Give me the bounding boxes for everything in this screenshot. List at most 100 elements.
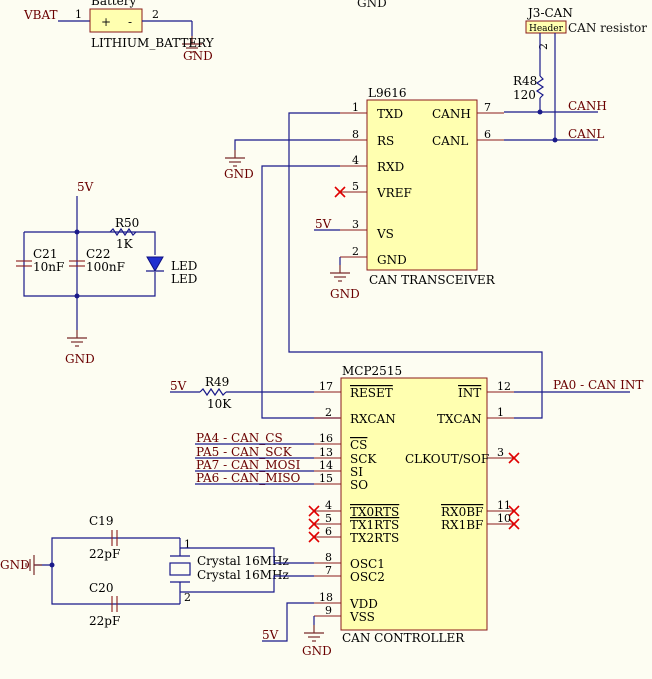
controller-pin-int: INT	[458, 386, 481, 400]
controller-pin-reset-num: 17	[319, 380, 333, 393]
rs-gnd-label: GND	[224, 167, 254, 181]
transceiver-pin-gnd: GND	[377, 253, 407, 267]
transceiver-pin-vref: VREF	[376, 186, 412, 200]
net-label-pa4: PA4 - CAN_CS	[196, 431, 283, 445]
r50-resistor	[109, 227, 137, 237]
controller-pin-osc2-num: 7	[325, 564, 332, 577]
net-label-canl: CANL	[568, 127, 604, 141]
controller-pin-so-num: 15	[319, 472, 333, 485]
transceiver-pin-vs: VS	[376, 227, 394, 241]
transceiver-pin-canh-num: 7	[484, 101, 491, 114]
controller-pin-sck-num: 13	[319, 446, 333, 459]
battery-name: LITHIUM_BATTERY	[91, 36, 215, 50]
controller-pin-reset: RESET	[350, 386, 393, 400]
controller-pin-cs: CS	[350, 438, 367, 452]
transceiver-ref: L9616	[368, 86, 407, 100]
net-label-pa6: PA6 - CAN_MISO	[196, 471, 301, 485]
controller-pin-clkout-num: 3	[497, 446, 504, 459]
transceiver-caption: CAN TRANSCEIVER	[369, 273, 496, 287]
reset-5v-label: 5V	[170, 379, 187, 393]
controller-pin-txcan-num: 1	[497, 406, 504, 419]
battery-symbol	[58, 8, 203, 53]
transceiver-pin-txd: TXD	[377, 107, 403, 121]
transceiver-pin-rs: RS	[377, 134, 394, 148]
j3-header-name: Header	[529, 24, 564, 34]
controller-pin-si: SI	[350, 465, 363, 479]
r50-ref: R50	[115, 216, 139, 230]
controller-pin-tx2rts: TX2RTS	[350, 531, 399, 545]
controller-pin-tx1rts-num: 5	[325, 512, 332, 525]
crystal-name1: Crystal 16MHz	[197, 554, 289, 568]
led-value: LED	[171, 272, 197, 286]
c19-ref: C19	[89, 514, 113, 528]
crystal-pin1: 1	[184, 538, 191, 551]
net-label-canh: CANH	[568, 99, 607, 113]
battery-minus: -	[128, 15, 132, 29]
led-diode	[146, 256, 164, 273]
vss-gnd-label: GND	[302, 644, 332, 658]
net-label-pa5: PA5 - CAN_SCK	[196, 445, 293, 459]
controller-pin-osc2: OSC2	[350, 570, 385, 584]
osc-gnd-label: GND	[0, 558, 30, 572]
trans-gnd-label: GND	[330, 287, 360, 301]
controller-pin-vss-num: 9	[325, 604, 332, 617]
controller-pin-tx2rts-num: 6	[325, 525, 332, 538]
controller-pin-si-num: 14	[319, 459, 333, 472]
r49-value: 10K	[207, 397, 232, 411]
transceiver-pin-vs-num: 3	[352, 218, 359, 231]
crystal-name2: Crystal 16MHz	[197, 568, 289, 582]
vdd-5v-label: 5V	[262, 628, 279, 642]
battery-gnd-label: GND	[183, 49, 213, 63]
controller-pin-tx0rts-num: 4	[325, 499, 332, 512]
net-label-pa0: PA0 - CAN INT	[553, 378, 643, 392]
c21-ref: C21	[33, 247, 57, 261]
controller-pin-tx0rts: TX0RTS	[350, 505, 399, 519]
controller-pin-vdd: VDD	[349, 597, 378, 611]
crystal-pin2: 2	[184, 591, 191, 604]
transceiver-pin-canl: CANL	[432, 134, 468, 148]
controller-pin-osc1-num: 8	[325, 551, 332, 564]
c22-ref: C22	[86, 247, 110, 261]
r48-ref: R48	[513, 74, 537, 88]
top-gnd-label: GND	[357, 0, 387, 10]
controller-pin-so: SO	[350, 478, 368, 492]
controller-pin-vdd-num: 18	[319, 591, 333, 604]
vs-5v-label: 5V	[315, 217, 332, 231]
r49-ref: R49	[205, 375, 229, 389]
c20-value: 22pF	[89, 614, 120, 628]
controller-pin-rx1bf-num: 10	[497, 512, 511, 525]
controller-pin-cs-num: 16	[319, 432, 333, 445]
controller-pin-sck: SCK	[350, 452, 377, 466]
transceiver-pin-txd-num: 1	[352, 101, 359, 114]
controller-pin-rx0bf: RX0BF	[441, 505, 483, 519]
controller-pin-rx0bf-num: 11	[497, 499, 511, 512]
controller-caption: CAN CONTROLLER	[342, 631, 465, 645]
c21-value: 10nF	[33, 260, 64, 274]
r48-resistor	[535, 75, 545, 99]
battery-pin2: 2	[152, 8, 159, 21]
transceiver-pin-vref-num: 5	[352, 180, 359, 193]
transceiver-pin-rs-num: 8	[352, 128, 359, 141]
j3-pin: 2	[537, 43, 550, 50]
controller-pin-vss: VSS	[349, 610, 375, 624]
j3-label: CAN resistor	[568, 21, 647, 35]
battery-pin1: 1	[75, 8, 82, 21]
led-gnd-label: GND	[65, 352, 95, 366]
led-ref: LED	[171, 259, 197, 273]
controller-pin-rxcan-num: 2	[325, 406, 332, 419]
c20-ref: C20	[89, 581, 113, 595]
battery-body	[89, 8, 143, 33]
controller-ref: MCP2515	[342, 364, 402, 378]
r49-resistor	[199, 387, 227, 397]
controller-body	[340, 377, 488, 631]
battery-ref: Battery	[91, 0, 136, 8]
r48-value: 120	[513, 88, 536, 102]
controller-pin-txcan: TXCAN	[437, 412, 482, 426]
transceiver-pin-canh: CANH	[432, 107, 471, 121]
controller-pin-osc1: OSC1	[350, 557, 385, 571]
transceiver-pin-rxd: RXD	[377, 160, 404, 174]
battery-plus: +	[101, 15, 111, 29]
j3-header-body	[525, 20, 567, 34]
r50-value: 1K	[116, 237, 134, 251]
